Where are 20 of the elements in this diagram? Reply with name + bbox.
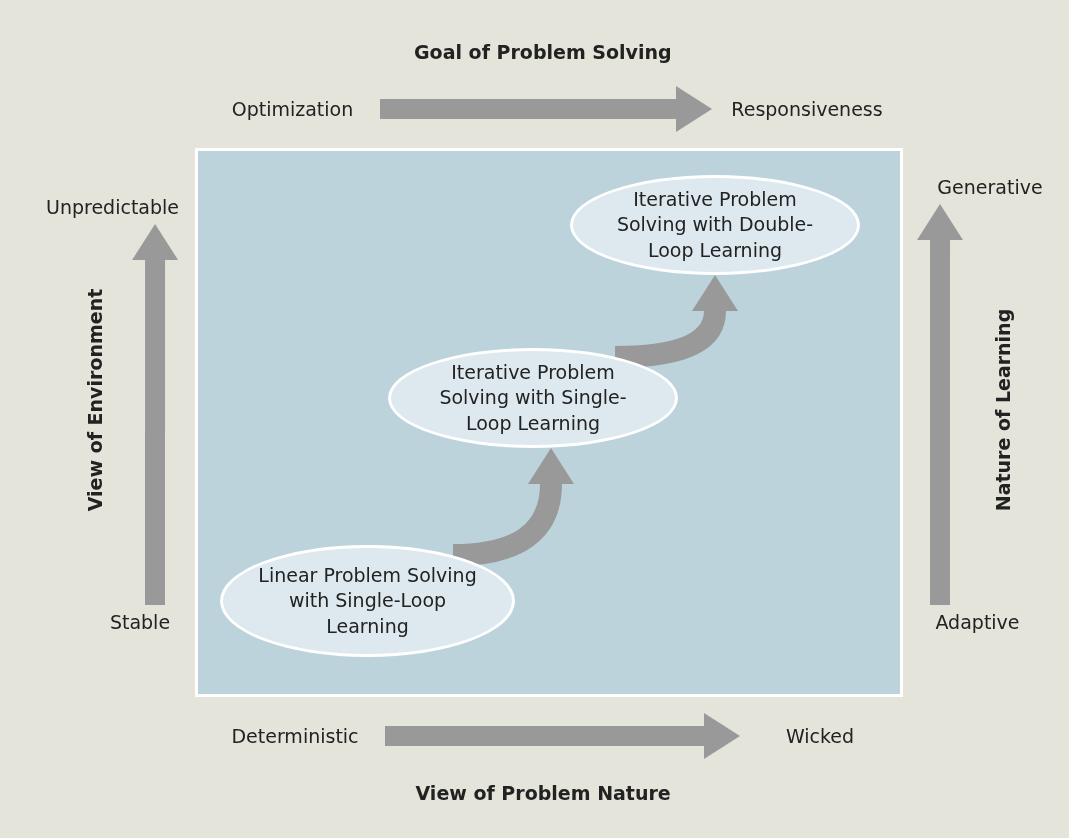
axis-title: Nature of Learning <box>991 308 1014 512</box>
axis-end-label: Wicked <box>740 719 900 753</box>
axis-end-label: Optimization <box>205 92 380 126</box>
matrix-panel <box>195 148 903 697</box>
arrow <box>385 713 740 759</box>
axis-end-label: Adaptive <box>915 605 1040 639</box>
axis-title: Goal of Problem Solving <box>414 41 672 63</box>
axis-title: View of Environment <box>83 288 106 512</box>
axis-end-label: Generative <box>920 170 1060 204</box>
arrow <box>917 204 963 605</box>
arrow <box>132 224 179 605</box>
axis-title: View of Problem Nature <box>415 782 671 804</box>
axis-end-label: Deterministic <box>205 719 385 753</box>
stage-ellipse: Iterative Problem Solving with Double-Loop Learning <box>570 175 860 275</box>
arrow <box>380 86 712 132</box>
stage-ellipse: Linear Problem Solving with Single-Loop Learning <box>220 545 515 657</box>
axis-end-label: Unpredictable <box>30 190 195 224</box>
axis-end-label: Responsiveness <box>712 92 902 126</box>
axis-end-label: Stable <box>90 605 190 639</box>
stage-ellipse: Iterative Problem Solving with Single-Loop Learning <box>388 348 678 448</box>
